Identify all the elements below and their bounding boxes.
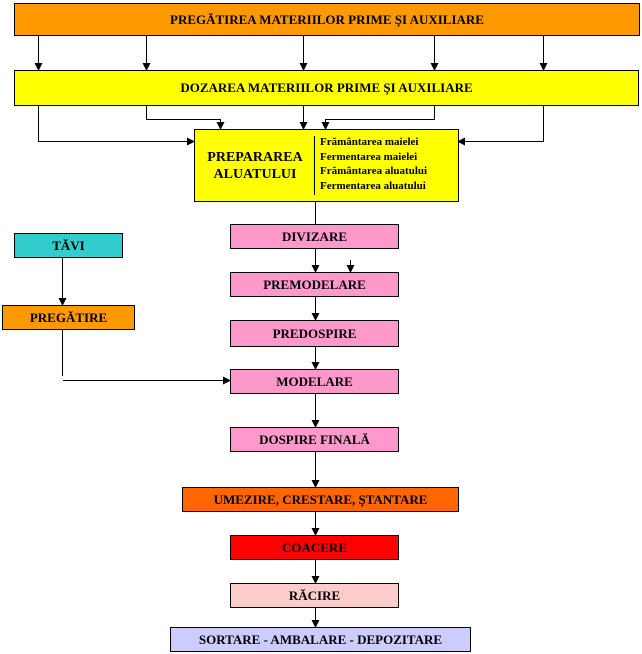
divider bbox=[314, 136, 315, 195]
substep: Fermentarea aluatului bbox=[320, 179, 426, 192]
step-dospire-finala: DOSPIRE FINALĂ bbox=[230, 427, 399, 452]
preparare-substeps: Frământarea maielei Fermentarea maielei … bbox=[320, 135, 427, 193]
substep: Frământarea maielei bbox=[320, 136, 419, 148]
step-coacere: COACERE bbox=[230, 535, 399, 560]
step-pregatire-tavi: PREGĂTIRE bbox=[2, 305, 135, 330]
step-tavi: TĂVI bbox=[14, 233, 123, 258]
step-umezire: UMEZIRE, CRESTARE, ŞTANTARE bbox=[182, 487, 459, 512]
step-sortare: SORTARE - AMBALARE - DEPOZITARE bbox=[170, 627, 471, 652]
step-divizare: DIVIZARE bbox=[230, 224, 399, 249]
step-racire: RĂCIRE bbox=[230, 583, 399, 608]
preparare-title: PREPARAREA ALUATULUI bbox=[207, 149, 303, 182]
substep: Frământarea aluatului bbox=[320, 165, 428, 177]
step-premodelare: PREMODELARE bbox=[230, 272, 399, 297]
step-predospire: PREDOSPIRE bbox=[230, 320, 399, 347]
step-pregatire-materii: PREGĂTIREA MATERIILOR PRIME ŞI AUXILIARE bbox=[14, 3, 640, 36]
step-preparare-aluatului: PREPARAREA ALUATULUI Frământarea maielei… bbox=[194, 129, 459, 202]
substep: Fermentarea maielei bbox=[320, 150, 418, 163]
step-modelare: MODELARE bbox=[230, 369, 399, 394]
step-dozare: DOZAREA MATERIILOR PRIME ŞI AUXILIARE bbox=[14, 70, 639, 106]
